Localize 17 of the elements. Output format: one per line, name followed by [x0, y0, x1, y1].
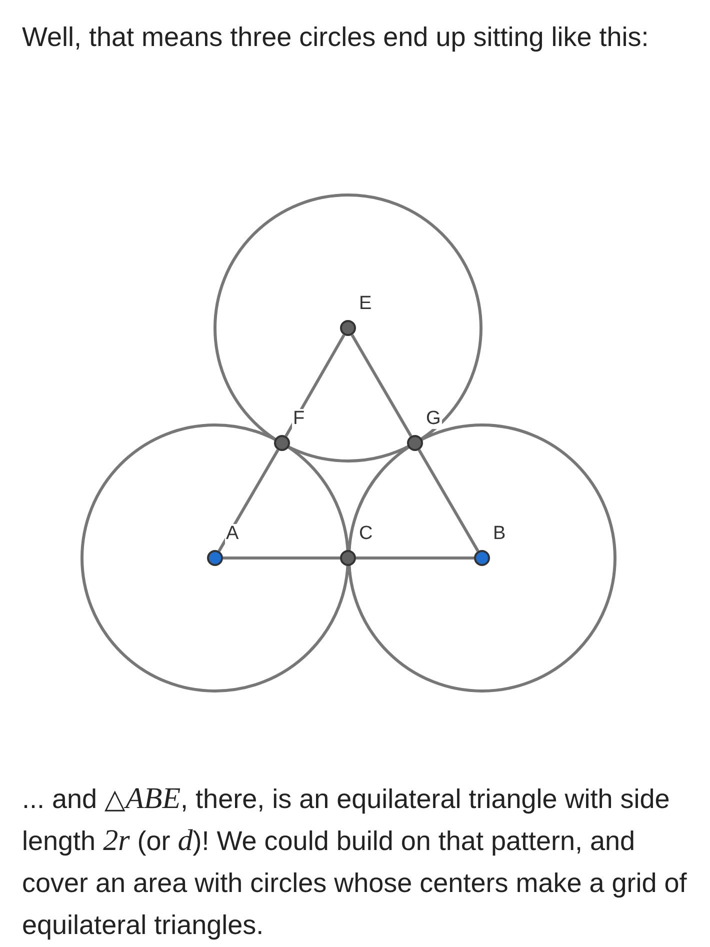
point-dot — [474, 550, 490, 566]
point-dot — [340, 320, 356, 336]
paragraph: Well, that means three circles end up sitting like this: — [22, 21, 650, 54]
point-label: A — [225, 524, 240, 544]
point-dot — [207, 550, 223, 566]
triangle-side — [350, 334, 412, 437]
paragraph: ... and △ABE, there, is an equilateral triangle with side length 2r (or d)! We could build on that pattern, and cover an area with circles whose centers make a grid of equilateral triangles. — [22, 781, 688, 942]
point-dot — [407, 435, 423, 451]
point-dot — [340, 550, 356, 566]
point-dot — [274, 435, 290, 451]
triangle-side — [223, 556, 340, 560]
point-label: G — [425, 409, 442, 429]
triangle-side — [418, 449, 480, 552]
triangle-side — [284, 334, 346, 437]
point-label: F — [292, 409, 306, 429]
triangle-side — [218, 449, 280, 552]
triangle-side — [356, 556, 474, 560]
